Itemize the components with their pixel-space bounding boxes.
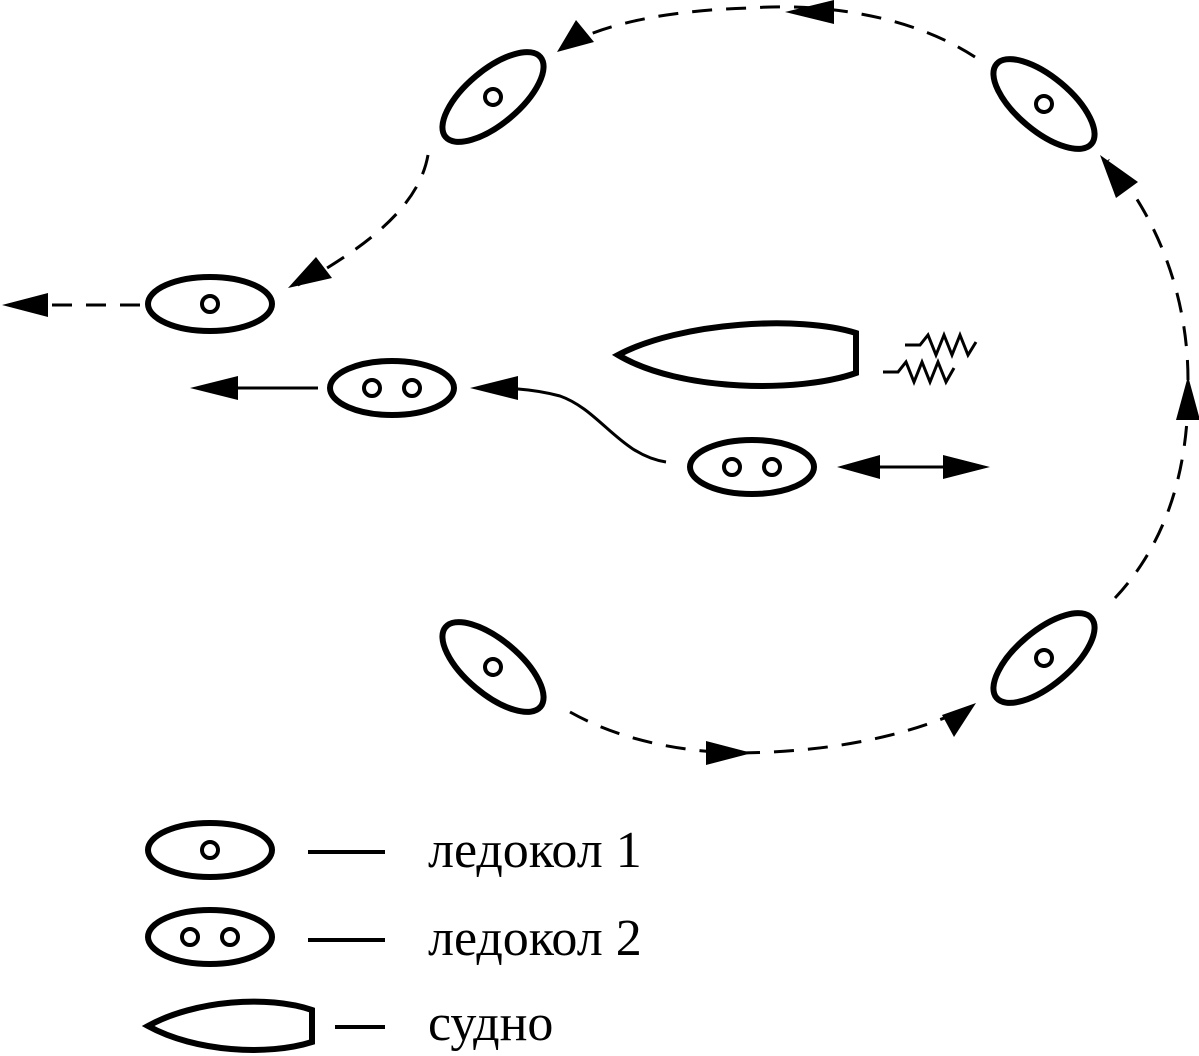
- route-bottom-right: [739, 705, 971, 755]
- icebreaker-1-position-top-right: [979, 43, 1109, 164]
- arrowhead-icon: [288, 257, 332, 288]
- arrowhead-icon: [785, 0, 834, 24]
- arrowhead-icon: [942, 703, 976, 737]
- legend-label-icebreaker-2: ледокол 2: [428, 910, 642, 967]
- route-curve-to-left: [479, 386, 667, 464]
- icebreaker-2-route: [215, 386, 958, 469]
- legend: ледокол 1 ледокол 2 судно: [141, 822, 642, 1053]
- arrowhead-icon: [470, 376, 518, 400]
- legend-row-ship: судно: [141, 995, 553, 1053]
- icebreaker-2-position-left: [330, 361, 454, 415]
- arrowhead-icon: [943, 455, 990, 479]
- propeller-wash-icon: [883, 330, 978, 387]
- legend-row-icebreaker-2: ледокол 2: [148, 910, 642, 967]
- arrowhead-icon: [557, 20, 594, 52]
- route-top-segment: [559, 5, 976, 59]
- arrowhead-icon: [1176, 376, 1199, 420]
- icebreaker-1-position-bottom-right: [979, 597, 1109, 718]
- ship-icon: [141, 998, 315, 1053]
- icebreaker-1-position-bottom-left: [428, 606, 558, 727]
- arrowhead-icon: [2, 293, 48, 317]
- ship: [611, 320, 859, 389]
- icebreaker-1-route: [8, 5, 1190, 755]
- legend-label-icebreaker-1: ледокол 1: [428, 822, 642, 879]
- arrowhead-icon: [837, 455, 880, 479]
- arrowhead-icon: [190, 376, 238, 400]
- icebreaker-1-position-left: [148, 277, 272, 331]
- icebreaker-1-icon: [148, 823, 272, 877]
- icebreaker-2-arrowheads: [190, 376, 990, 479]
- route-left-descent: [295, 154, 430, 288]
- arrowhead-icon: [1100, 155, 1138, 198]
- icebreaker-2-icon: [148, 910, 272, 964]
- route-right-ascent: [1113, 379, 1190, 600]
- legend-row-icebreaker-1: ледокол 1: [148, 822, 642, 879]
- arrowhead-icon: [706, 741, 752, 765]
- icebreaker-1-position-top-left: [428, 36, 558, 157]
- icebreaker-2-position-working: [690, 440, 814, 494]
- route-arrowheads: [2, 0, 1199, 765]
- legend-label-ship: судно: [428, 995, 553, 1052]
